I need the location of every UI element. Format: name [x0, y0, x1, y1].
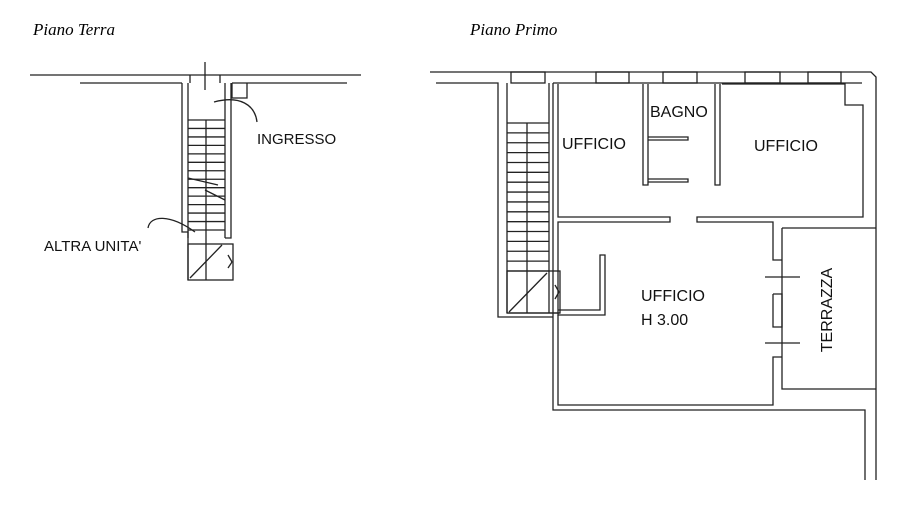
room-office-main-height: H 3.00: [641, 312, 689, 329]
room-office-main: UFFICIO: [641, 288, 705, 305]
room-office-left: UFFICIO: [562, 136, 626, 153]
room-terrace: TERRAZZA: [819, 267, 837, 353]
ground-floor-plan: [30, 62, 361, 281]
other-unit-label: ALTRA UNITA': [44, 238, 142, 255]
entrance-label: INGRESSO: [257, 131, 337, 148]
first-floor-title: Piano Primo: [470, 20, 558, 39]
first-floor-plan: [430, 71, 877, 480]
room-office-right: UFFICIO: [754, 138, 818, 155]
room-bathroom: BAGNO: [650, 104, 708, 121]
ground-floor-title: Piano Terra: [33, 20, 116, 39]
